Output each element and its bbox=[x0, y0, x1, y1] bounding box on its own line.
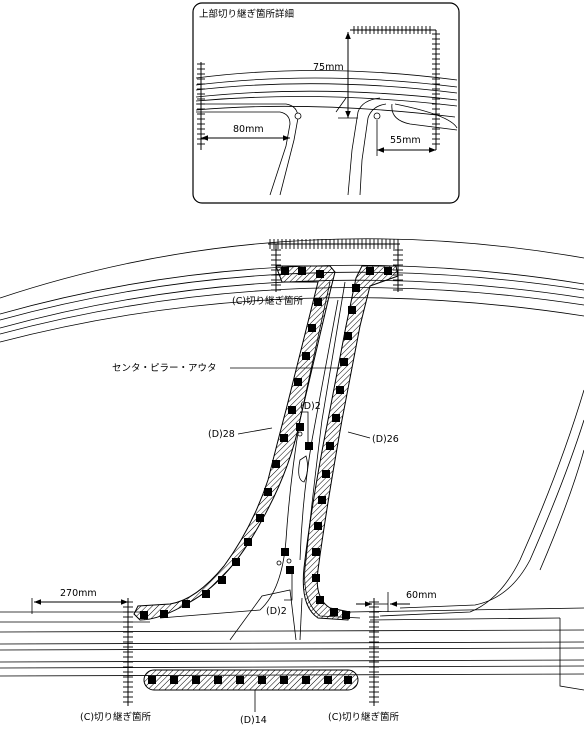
label-cut-right: (C)切り継ぎ箇所 bbox=[328, 711, 400, 723]
spot-weld-markers-sill bbox=[148, 676, 352, 684]
leader-lines bbox=[230, 367, 371, 712]
cut-line-ticks bbox=[123, 239, 403, 703]
weld-spot bbox=[336, 386, 344, 394]
weld-spot bbox=[258, 676, 266, 684]
weld-spot bbox=[302, 676, 310, 684]
dimension-75mm: 75mm bbox=[313, 32, 358, 119]
weld-spot bbox=[302, 352, 310, 360]
weld-spot bbox=[314, 298, 322, 306]
dim-60mm-label: 60mm bbox=[406, 590, 437, 601]
weld-spot bbox=[256, 514, 264, 522]
weld-spot bbox=[294, 378, 302, 386]
spot-weld-markers-right bbox=[312, 267, 392, 619]
label-d14: (D)14 bbox=[240, 715, 267, 726]
weld-spot bbox=[324, 676, 332, 684]
weld-spot bbox=[280, 434, 288, 442]
detail-inset: 上部切り継ぎ箇所詳細 bbox=[192, 2, 460, 204]
detail-title: 上部切り継ぎ箇所詳細 bbox=[199, 8, 294, 20]
dimension-55mm: 55mm bbox=[376, 120, 436, 156]
weld-spot bbox=[326, 442, 334, 450]
dim-55mm-label: 55mm bbox=[390, 135, 421, 146]
weld-spot bbox=[202, 590, 210, 598]
detail-pillar-stub bbox=[196, 97, 458, 196]
weld-spot bbox=[281, 267, 289, 275]
dim-75mm-label: 75mm bbox=[313, 62, 344, 73]
weld-spot bbox=[352, 284, 360, 292]
weld-spot bbox=[366, 267, 374, 275]
weld-spot bbox=[316, 596, 324, 604]
spot-weld-markers-extra bbox=[276, 423, 313, 574]
detail-hole-left bbox=[294, 112, 302, 120]
label-cut-left: (C)切り継ぎ箇所 bbox=[80, 711, 152, 723]
label-d2-lower: (D)2 bbox=[266, 606, 287, 617]
weld-spot bbox=[160, 610, 168, 618]
weld-spot bbox=[344, 332, 352, 340]
weld-spot bbox=[312, 548, 320, 556]
dim-80mm-label: 80mm bbox=[233, 124, 264, 135]
weld-spot bbox=[342, 611, 350, 619]
detail-hole-right bbox=[373, 112, 381, 120]
dimension-80mm: 80mm bbox=[201, 124, 290, 141]
weld-spot bbox=[272, 460, 280, 468]
dimension-60mm: 60mm bbox=[356, 590, 437, 612]
weld-spot bbox=[314, 522, 322, 530]
weld-spot bbox=[182, 600, 190, 608]
dim-270mm-label: 270mm bbox=[60, 588, 97, 599]
label-pillar-name: センタ・ピラー・アウタ bbox=[112, 363, 217, 374]
weld-spot bbox=[318, 496, 326, 504]
weld-spot bbox=[280, 676, 288, 684]
weld-spot bbox=[330, 608, 338, 616]
weld-spot bbox=[244, 538, 252, 546]
weld-spot bbox=[218, 576, 226, 584]
weld-spot bbox=[344, 676, 352, 684]
weld-spot bbox=[298, 267, 306, 275]
weld-spot bbox=[312, 574, 320, 582]
weld-strip-sill bbox=[143, 669, 359, 691]
weld-spot bbox=[214, 676, 222, 684]
label-cut-top: (C)切り継ぎ箇所 bbox=[232, 295, 304, 307]
weld-spot bbox=[236, 676, 244, 684]
weld-spot bbox=[340, 358, 348, 366]
weld-spot bbox=[170, 676, 178, 684]
weld-spot bbox=[140, 611, 148, 619]
detail-frame bbox=[192, 2, 460, 204]
weld-spot bbox=[308, 324, 316, 332]
weld-spot bbox=[148, 676, 156, 684]
dimension-270mm: 270mm bbox=[31, 588, 128, 614]
label-d2-upper: (D)2 bbox=[300, 401, 321, 412]
weld-spot bbox=[332, 414, 340, 422]
spot-weld-markers-left bbox=[140, 267, 324, 619]
weld-spot bbox=[316, 270, 324, 278]
weld-spot bbox=[384, 267, 392, 275]
weld-spot bbox=[192, 676, 200, 684]
weld-spot bbox=[232, 558, 240, 566]
detail-roof-lines bbox=[195, 70, 458, 118]
detail-cut-ticks bbox=[197, 26, 440, 145]
weld-spot bbox=[288, 406, 296, 414]
label-d26: (D)26 bbox=[372, 434, 399, 445]
label-d28: (D)28 bbox=[208, 429, 235, 440]
weld-spot bbox=[348, 306, 356, 314]
weld-spot bbox=[322, 470, 330, 478]
weld-spot bbox=[264, 488, 272, 496]
